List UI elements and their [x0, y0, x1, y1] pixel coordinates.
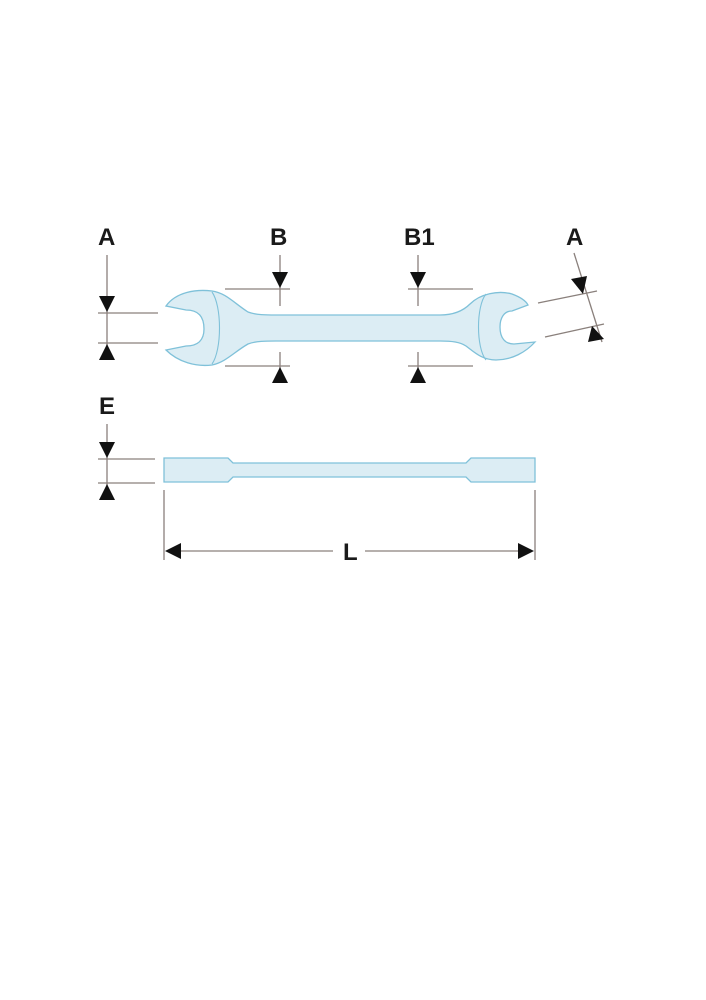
- arrow-down-icon: [99, 442, 115, 458]
- label-b: B: [270, 224, 287, 251]
- dimension-e: E: [98, 393, 155, 500]
- label-b1: B1: [404, 224, 435, 251]
- wrench-side-view: [163, 457, 536, 483]
- arrow-left-icon: [165, 543, 181, 559]
- top-view: A B B1: [98, 224, 605, 383]
- wrench-top-view: [164, 289, 537, 367]
- arrow-down-icon: [272, 272, 288, 288]
- arrow-up-icon: [99, 344, 115, 360]
- label-l: L: [343, 539, 358, 566]
- arrow-down-icon: [99, 296, 115, 312]
- arrow-up-icon: [99, 484, 115, 500]
- arrow-right-icon: [518, 543, 534, 559]
- dimension-a-left: A: [98, 224, 158, 360]
- side-view: E L: [98, 393, 536, 566]
- label-a-left: A: [98, 224, 115, 251]
- dimension-l: L: [163, 490, 536, 566]
- label-e: E: [99, 393, 115, 420]
- arrow-up-icon: [588, 326, 604, 342]
- dimension-a-right: A: [537, 224, 605, 343]
- dimension-b1: B1: [404, 224, 473, 383]
- label-a-right: A: [566, 224, 583, 251]
- arrow-up-icon: [410, 367, 426, 383]
- arrow-up-icon: [272, 367, 288, 383]
- arrow-down-icon: [571, 276, 587, 294]
- arrow-down-icon: [410, 272, 426, 288]
- dimension-b: B: [225, 224, 290, 383]
